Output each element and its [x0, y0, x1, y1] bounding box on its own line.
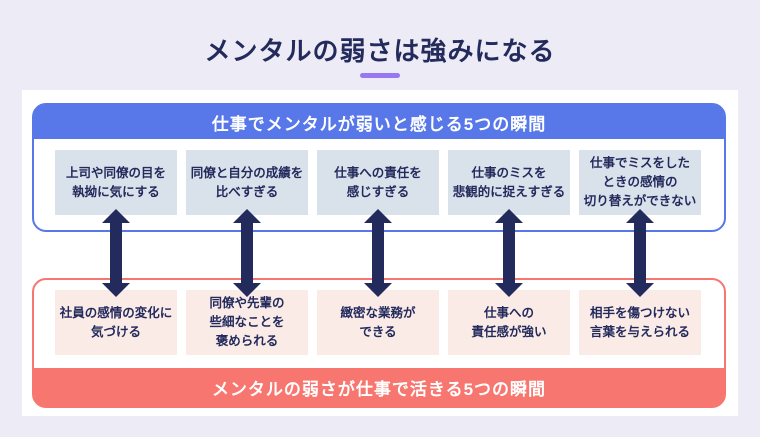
strength-box: 社員の感情の変化に 気づける [55, 290, 177, 355]
page-title: メンタルの弱さは強みになる [204, 36, 556, 66]
weakness-box: 仕事でミスをした ときの感情の 切り替えができない [579, 150, 701, 215]
double-arrow-icon [364, 209, 392, 297]
double-arrow-icon [233, 209, 261, 297]
weakness-box: 上司や同僚の目を 執拗に気にする [55, 150, 177, 215]
double-arrow-icon [495, 209, 523, 297]
weakness-box: 仕事のミスを 悲観的に捉えすぎる [448, 150, 570, 215]
double-arrow-icon [626, 209, 654, 297]
title-underline-divider [360, 73, 400, 78]
weakness-box: 仕事への責任を 感じすぎる [317, 150, 439, 215]
strength-box: 仕事への 責任感が強い [448, 290, 570, 355]
strength-moments-section-header: メンタルの弱さが仕事で活きる5つの瞬間 [34, 368, 724, 406]
strength-box: 緻密な業務が できる [317, 290, 439, 355]
weakness-box: 同僚と自分の成績を 比べすぎる [186, 150, 308, 215]
strength-box: 相手を傷つけない 言葉を与えられる [579, 290, 701, 355]
strength-box: 同僚や先輩の 些細なことを 褒められる [186, 290, 308, 355]
weak-moments-section-header: 仕事でメンタルが弱いと感じる5つの瞬間 [34, 105, 724, 139]
double-arrow-icon [102, 209, 130, 297]
